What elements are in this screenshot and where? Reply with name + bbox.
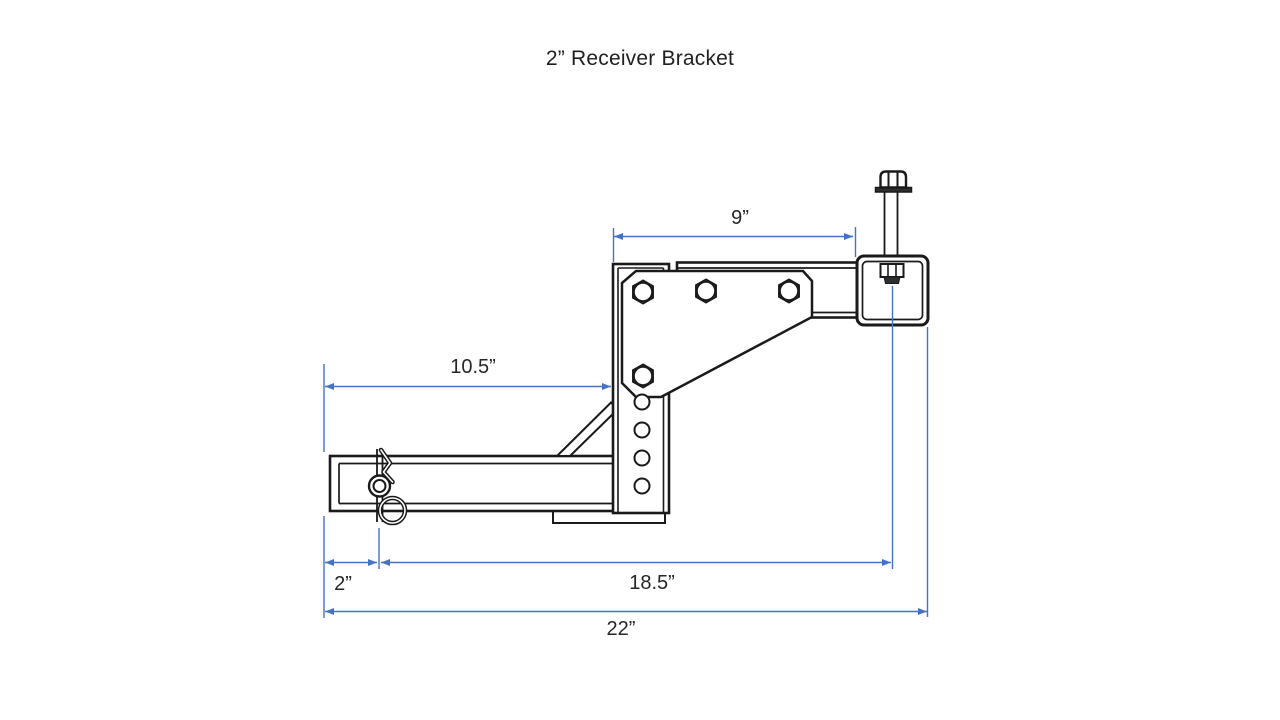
hitch-pin: [367, 447, 408, 526]
dimension-label-18-5in: 18.5”: [629, 572, 675, 594]
gusset-plate: [620, 269, 814, 399]
dimension-tube-length: 10.5”: [323, 356, 611, 452]
hex-bolt: [632, 279, 654, 305]
hex-bolt: [695, 278, 717, 304]
nut: [879, 263, 905, 284]
dimension-label-2in: 2”: [334, 573, 352, 595]
dimension-label-22in: 22”: [607, 618, 636, 640]
page-title: 2” Receiver Bracket: [545, 47, 735, 70]
channel-holes: [633, 393, 651, 495]
hex-bolt: [632, 363, 654, 389]
bolt-head: [874, 170, 913, 193]
dimension-pin-to-bolt: 18.5”: [381, 286, 894, 594]
support-strut: [554, 401, 620, 457]
dimension-top-width: 9”: [612, 207, 857, 262]
threaded-rod: [883, 191, 899, 257]
dimension-overall-width: 22”: [325, 327, 929, 640]
dimension-pin-offset: 2”: [323, 516, 380, 618]
plate-bolts: [632, 278, 800, 389]
dimension-label-10-5in: 10.5”: [450, 356, 496, 378]
dimension-label-9in: 9”: [731, 207, 749, 229]
hex-bolt: [778, 278, 800, 304]
